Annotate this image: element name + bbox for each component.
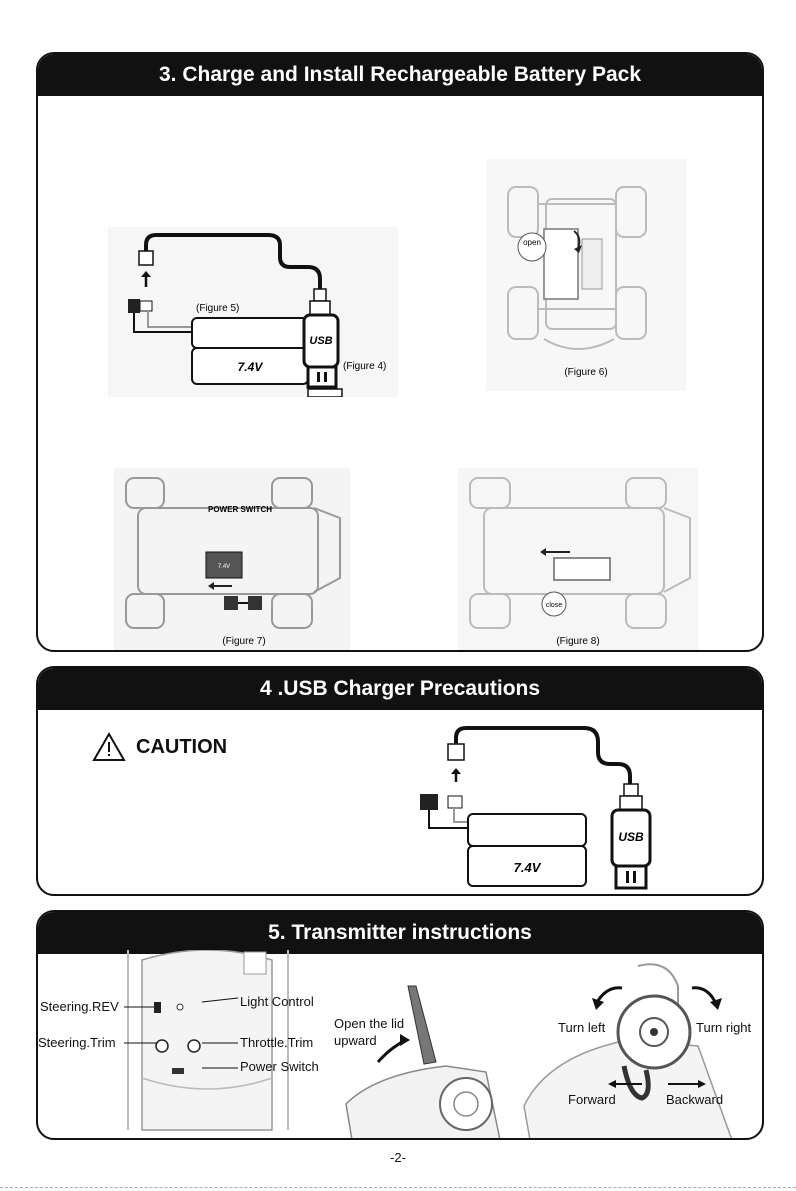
usb-section-title: 4 .USB Charger Precautions [38, 668, 762, 710]
transmitter-lid-figure [345, 985, 501, 1138]
usb-battery-voltage: 7.4V [514, 860, 542, 875]
fig4-usb-label: USB [309, 335, 332, 347]
car-battery-lid-figure: open (Figure 6) [486, 159, 686, 391]
car-battery-close-figure: close (Figure 8) [458, 468, 698, 650]
transmitter-panel-figure [127, 950, 289, 1131]
steering-rev-callout: Steering.REV [40, 999, 119, 1014]
turn-left-callout: Turn left [558, 1020, 606, 1035]
fig8-close-label: close [546, 602, 562, 609]
fig8-label: (Figure 8) [556, 636, 599, 647]
steering-trim-callout: Steering.Trim [38, 1035, 116, 1050]
usb-charger-figure: 7.4V USB [420, 726, 652, 890]
throttle-trim-callout: Throttle.Trim [240, 1035, 314, 1050]
power-switch-figure: POWER SWITCH 7.4V (Figure 7) [114, 468, 350, 650]
usb-plug-label: USB [618, 830, 644, 844]
transmitter-section: 5. Transmitter instructions Steering.REV… [36, 910, 764, 1140]
transmitter-section-title: 5. Transmitter instructions [38, 912, 762, 954]
charge-section: 3. Charge and Install Rechargeable Batte… [36, 52, 764, 652]
fig6-label: (Figure 6) [564, 367, 607, 378]
fig5-label: (Figure 5) [196, 303, 239, 314]
fig7-label: (Figure 7) [222, 636, 265, 647]
usb-precautions-section: 4 .USB Charger Precautions CAUTION 7.4V … [36, 666, 764, 896]
transmitter-wheel-figure [523, 963, 733, 1138]
warning-triangle-icon [92, 732, 126, 761]
charge-section-title: 3. Charge and Install Rechargeable Batte… [38, 54, 762, 96]
usb-charger-battery-figure: 7.4V USB (Figure 5) (Figure 4) [108, 227, 398, 397]
caution-block: CAUTION [92, 732, 227, 762]
fig7-power-switch-label: POWER SWITCH [208, 505, 272, 514]
fig4-battery-voltage: 7.4V [238, 360, 264, 374]
forward-callout: Forward [568, 1092, 616, 1107]
page-bottom-rule [0, 1187, 796, 1188]
fig4-label: (Figure 4) [343, 361, 386, 372]
fig7-battery-voltage: 7.4V [218, 564, 230, 570]
fig6-open-label: open [523, 238, 541, 247]
turn-right-callout: Turn right [696, 1020, 752, 1035]
page-number: -2- [390, 1150, 406, 1165]
light-control-callout: Light Control [240, 994, 314, 1009]
backward-callout: Backward [666, 1092, 724, 1107]
open-lid-callout-line1: Open the lid [334, 1016, 405, 1031]
open-lid-callout-line2: upward [334, 1033, 377, 1048]
transmitter-callout-lines [124, 997, 239, 1069]
caution-heading: CAUTION [136, 735, 228, 758]
power-switch-callout: Power Switch [240, 1059, 319, 1074]
